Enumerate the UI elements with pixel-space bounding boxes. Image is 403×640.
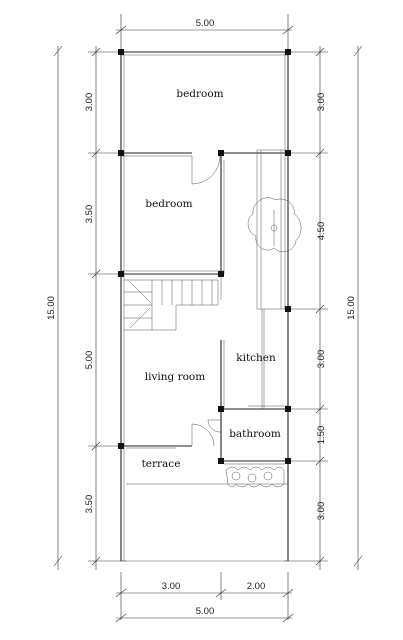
walls	[120, 51, 289, 562]
room-label-bedroom-2: bedroom	[145, 198, 192, 210]
dim-bottom-right: 2.00	[247, 581, 266, 592]
dim-right-seg-5: 3.00	[316, 502, 327, 521]
dim-bottom-left: 3.00	[162, 581, 181, 592]
dim-right-overall: 15.00	[346, 296, 357, 320]
dim-right-seg-4: 1.50	[316, 426, 327, 445]
dim-bottom-width: 5.00	[196, 606, 215, 617]
planter-icon	[225, 466, 285, 488]
dim-left-seg-3: 5.00	[84, 351, 95, 370]
dim-left-seg-1: 3.00	[84, 93, 95, 112]
dim-right-seg-3: 3.00	[316, 350, 327, 369]
room-label-kitchen: kitchen	[236, 352, 276, 364]
columns	[118, 49, 291, 464]
dim-left-seg-2: 3.50	[84, 205, 95, 224]
doors	[191, 155, 222, 447]
room-label-living-room: living room	[145, 371, 205, 383]
room-label-terrace: terrace	[142, 458, 181, 470]
dim-left-seg-4: 3.50	[84, 495, 95, 514]
room-label-bathroom: bathroom	[229, 428, 281, 440]
tree-icon	[247, 197, 302, 252]
dimension-labels: 5.00 3.00 2.00 5.00 15.00 3.00 3.50 5.00…	[46, 18, 357, 617]
room-labels: bedroom bedroom kitchen living room bath…	[142, 88, 281, 470]
dim-left-overall: 15.00	[46, 296, 57, 320]
staircase	[124, 279, 219, 331]
dim-right-seg-2: 4.50	[316, 222, 327, 241]
dim-right-seg-1: 3.00	[316, 93, 327, 112]
room-label-bedroom-1: bedroom	[176, 88, 223, 100]
dim-top-width: 5.00	[196, 18, 215, 29]
